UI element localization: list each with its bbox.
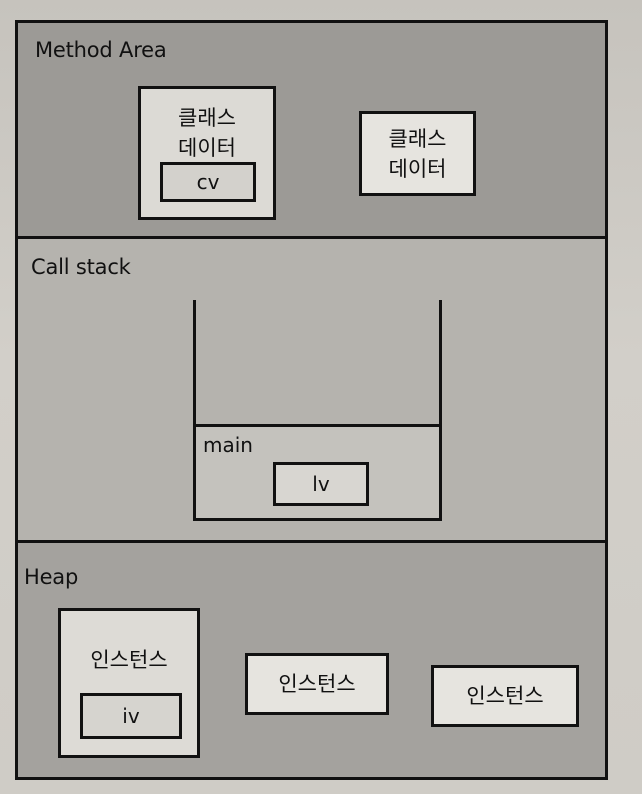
method-area-title: Method Area	[35, 38, 167, 62]
lv-label: lv	[312, 472, 330, 496]
call-stack-title: Call stack	[31, 255, 131, 279]
cv-label: cv	[196, 170, 220, 194]
method-area-section	[18, 22, 607, 237]
stack-left-wall	[193, 300, 196, 520]
section-divider	[15, 236, 608, 239]
instance-label: 인스턴스	[466, 684, 544, 708]
main-frame-label: main	[203, 433, 253, 457]
class-data-box-with-cv: 클래스 데이터 cv	[138, 86, 276, 220]
instance-label: 인스턴스	[278, 672, 356, 696]
instance-box: 인스턴스	[431, 665, 579, 727]
cv-variable-box: cv	[160, 162, 256, 202]
stack-bottom	[193, 518, 442, 521]
class-data-label: 클래스 데이터	[388, 126, 447, 181]
instance-box-with-iv: 인스턴스 iv	[58, 608, 200, 758]
lv-variable-box: lv	[273, 462, 369, 506]
instance-label: 인스턴스	[90, 648, 168, 672]
class-data-label: 클래스 데이터	[178, 106, 236, 160]
instance-box: 인스턴스	[245, 653, 389, 715]
heap-title: Heap	[24, 565, 79, 589]
iv-variable-box: iv	[80, 693, 182, 739]
iv-label: iv	[122, 704, 140, 728]
stack-right-wall	[439, 300, 442, 520]
section-divider	[15, 540, 608, 543]
stack-frame-top	[193, 424, 442, 427]
memory-outer-border	[15, 20, 608, 780]
class-data-box: 클래스 데이터	[359, 111, 476, 196]
